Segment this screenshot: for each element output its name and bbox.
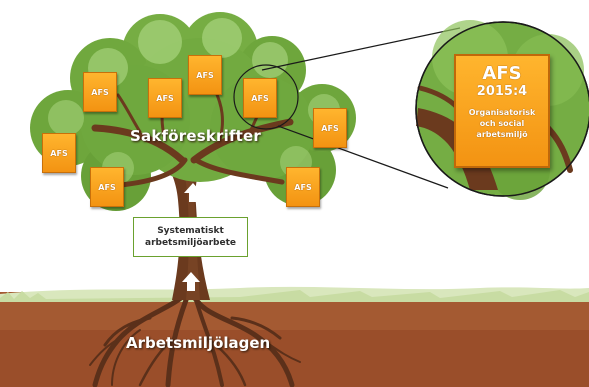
middle-label-box: Systematiskt arbetsmiljöarbete xyxy=(133,217,248,257)
middle-label-line1: Systematiskt xyxy=(157,226,224,236)
zoomed-afs-description: Organisatorisk och social arbetsmiljö xyxy=(468,108,536,139)
up-arrow-lower xyxy=(182,272,200,291)
afs-box: AFS xyxy=(148,78,182,118)
zoomed-afs-code: AFS xyxy=(482,63,522,84)
afs-box: AFS xyxy=(83,72,117,112)
afs-box: AFS xyxy=(90,167,124,207)
middle-label-line2: arbetsmiljöarbete xyxy=(145,238,236,248)
zoomed-afs-box: AFS 2015:4 Organisatorisk och social arb… xyxy=(454,54,550,168)
ground xyxy=(0,286,589,387)
roots-label: Arbetsmiljölagen xyxy=(126,334,271,352)
zoomed-afs-number: 2015:4 xyxy=(476,84,528,99)
afs-box: AFS xyxy=(243,78,277,118)
afs-box: AFS xyxy=(286,167,320,207)
afs-box: AFS xyxy=(42,133,76,173)
roots xyxy=(89,289,301,387)
afs-box: AFS xyxy=(188,55,222,95)
canopy-label: Sakföreskrifter xyxy=(130,127,262,145)
afs-box: AFS xyxy=(313,108,347,148)
up-arrow-upper xyxy=(184,183,202,202)
